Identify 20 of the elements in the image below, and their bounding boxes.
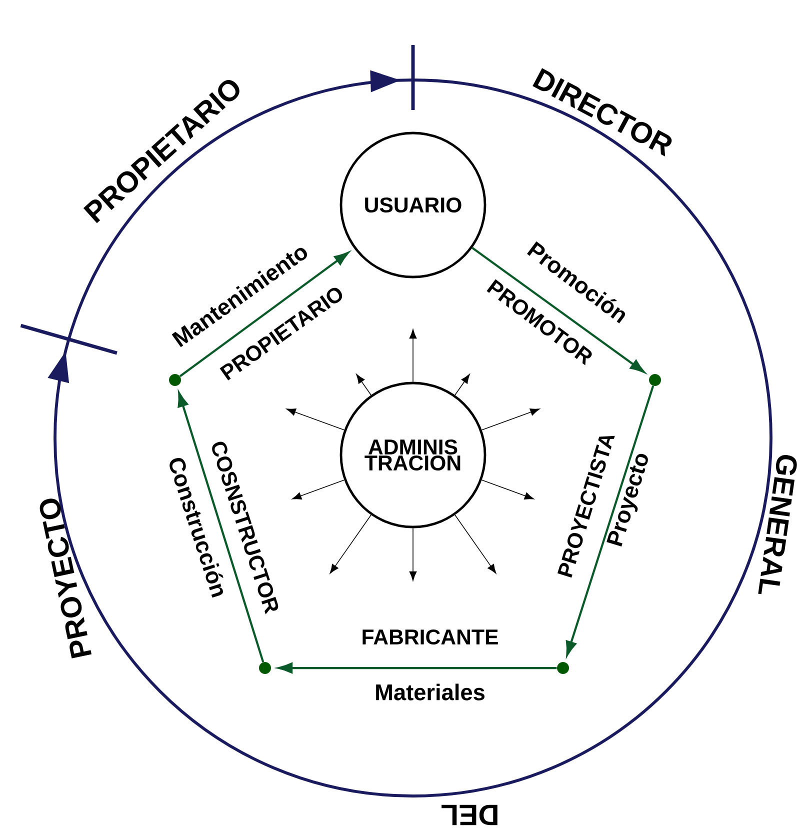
edge-label: Materiales <box>376 684 484 700</box>
arrow <box>286 408 345 430</box>
arrow <box>454 374 470 396</box>
role-label: FABRICANTE <box>362 629 498 645</box>
arrow <box>481 408 540 430</box>
arrow <box>472 247 645 373</box>
arrow <box>330 514 372 574</box>
arrow <box>356 374 372 396</box>
arrow <box>454 514 496 574</box>
arrow <box>292 480 345 500</box>
junction-dot <box>649 374 661 386</box>
arrow <box>409 528 417 581</box>
junction-dot <box>169 374 181 386</box>
arrow <box>409 329 417 382</box>
junction-dot <box>557 662 569 674</box>
junction-dot <box>259 662 271 674</box>
cycle-label: GENERAL <box>758 455 797 594</box>
arrow <box>179 252 349 378</box>
arrow <box>481 480 534 500</box>
cycle-label: DEL <box>442 804 498 826</box>
